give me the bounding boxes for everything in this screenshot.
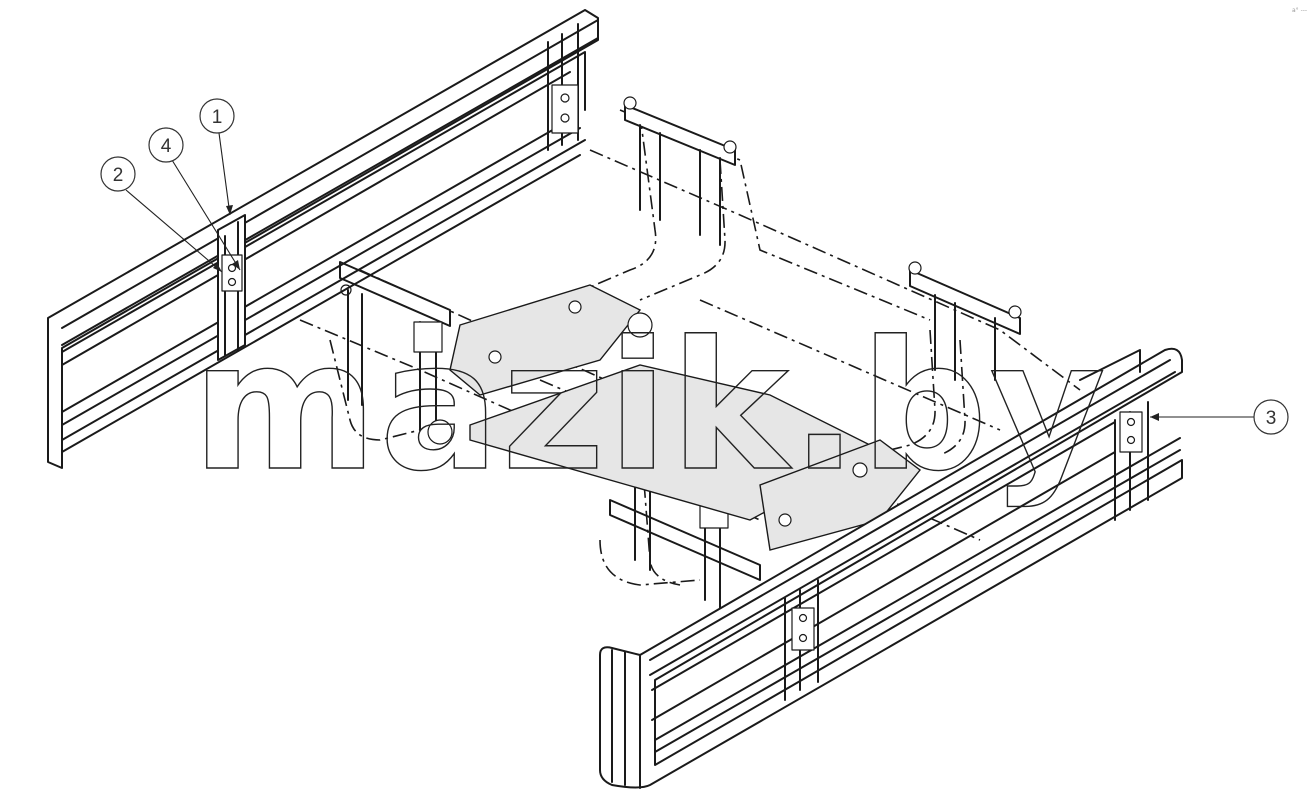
top-bracket <box>623 96 737 246</box>
corner-mark: a° --- <box>1292 7 1307 14</box>
right-bracket <box>908 261 1022 381</box>
callout-1: 1 <box>199 98 235 216</box>
callout-4: 4 <box>148 127 241 271</box>
watermark-text: mazik.by <box>192 303 1108 510</box>
platform-plates <box>427 284 921 551</box>
callout-4-label: 4 <box>161 136 172 157</box>
callout-2-label: 2 <box>113 165 124 186</box>
left-side-panel <box>47 9 599 469</box>
callout-3: 3 <box>1150 399 1289 435</box>
callout-2: 2 <box>100 156 223 273</box>
watermark: mazik.by <box>191 302 1108 510</box>
callout-1-label: 1 <box>212 107 223 128</box>
callout-3-label: 3 <box>1266 408 1277 429</box>
right-front-panel <box>599 347 1183 789</box>
